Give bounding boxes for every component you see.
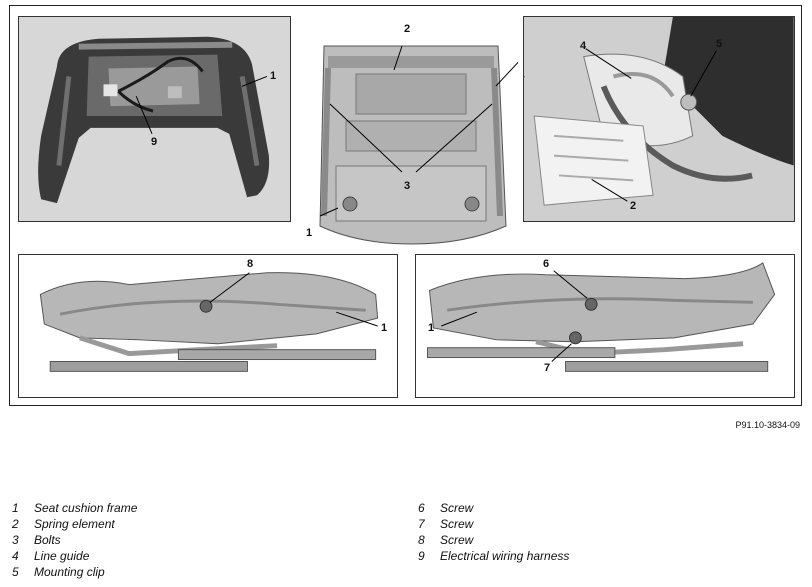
legend-text: Screw — [440, 501, 474, 515]
callout-label: 9 — [151, 136, 158, 148]
legend-item: 9 Electrical wiring harness — [418, 548, 569, 564]
callout-label: 1 — [270, 70, 277, 82]
figure-id: P91.10-3834-09 — [735, 420, 800, 430]
callout-label: 1 — [428, 322, 435, 334]
legend-text: Seat cushion frame — [34, 501, 138, 515]
callout-label: 5 — [716, 38, 723, 50]
legend-number: 8 — [418, 533, 425, 547]
legend-text: Spring element — [34, 517, 115, 531]
legend-number: 2 — [12, 517, 19, 531]
callout-label: 2 — [404, 23, 411, 35]
legend-number: 5 — [12, 565, 19, 579]
legend-number: 1 — [12, 501, 19, 515]
legend-item: 5 Mounting clip — [12, 564, 137, 580]
legend-left: 1 Seat cushion frame 2 Spring element 3 Bol… — [12, 500, 137, 580]
illustration-frame-topview — [319, 45, 518, 245]
illustration-side-right — [427, 262, 776, 372]
panel-detail-clip: 4 5 2 — [523, 16, 795, 222]
illustration-side-left — [39, 272, 379, 372]
legend-text: Electrical wiring harness — [440, 549, 570, 563]
callout-label: 8 — [247, 258, 254, 270]
illustration-frame-overview — [38, 36, 270, 204]
legend-number: 3 — [12, 533, 19, 547]
panel-frame-overview: 1 9 — [18, 16, 291, 222]
legend-number: 7 — [418, 517, 425, 531]
legend-item: 6 Screw — [418, 500, 569, 516]
panel-side-left: 8 1 — [18, 254, 398, 398]
legend-text: Line guide — [34, 549, 90, 563]
legend-item: 2 Spring element — [12, 516, 137, 532]
callout-label: 2 — [630, 200, 637, 212]
panel-frame-topview: 2 3 1 — [306, 16, 518, 248]
legend-item: 4 Line guide — [12, 548, 137, 564]
legend-text: Mounting clip — [34, 565, 105, 579]
legend-item: 1 Seat cushion frame — [12, 500, 137, 516]
legend-number: 4 — [12, 549, 19, 563]
callout-label: 6 — [543, 258, 550, 270]
legend-text: Screw — [440, 533, 474, 547]
callout-label: 3 — [404, 180, 411, 192]
legend-item: 8 Screw — [418, 532, 569, 548]
legend-text: Screw — [440, 517, 474, 531]
callout-label: 4 — [580, 40, 587, 52]
illustration-detail-clip — [524, 17, 794, 206]
callout-label: 7 — [544, 362, 551, 374]
callout-label: 1 — [381, 322, 388, 334]
panel-side-right: 6 1 7 — [415, 254, 795, 398]
legend-item: 7 Screw — [418, 516, 569, 532]
legend-item: 3 Bolts — [12, 532, 137, 548]
legend-number: 9 — [418, 549, 425, 563]
callout-label: 1 — [306, 227, 313, 239]
legend-number: 6 — [418, 501, 425, 515]
legend-text: Bolts — [34, 533, 61, 547]
